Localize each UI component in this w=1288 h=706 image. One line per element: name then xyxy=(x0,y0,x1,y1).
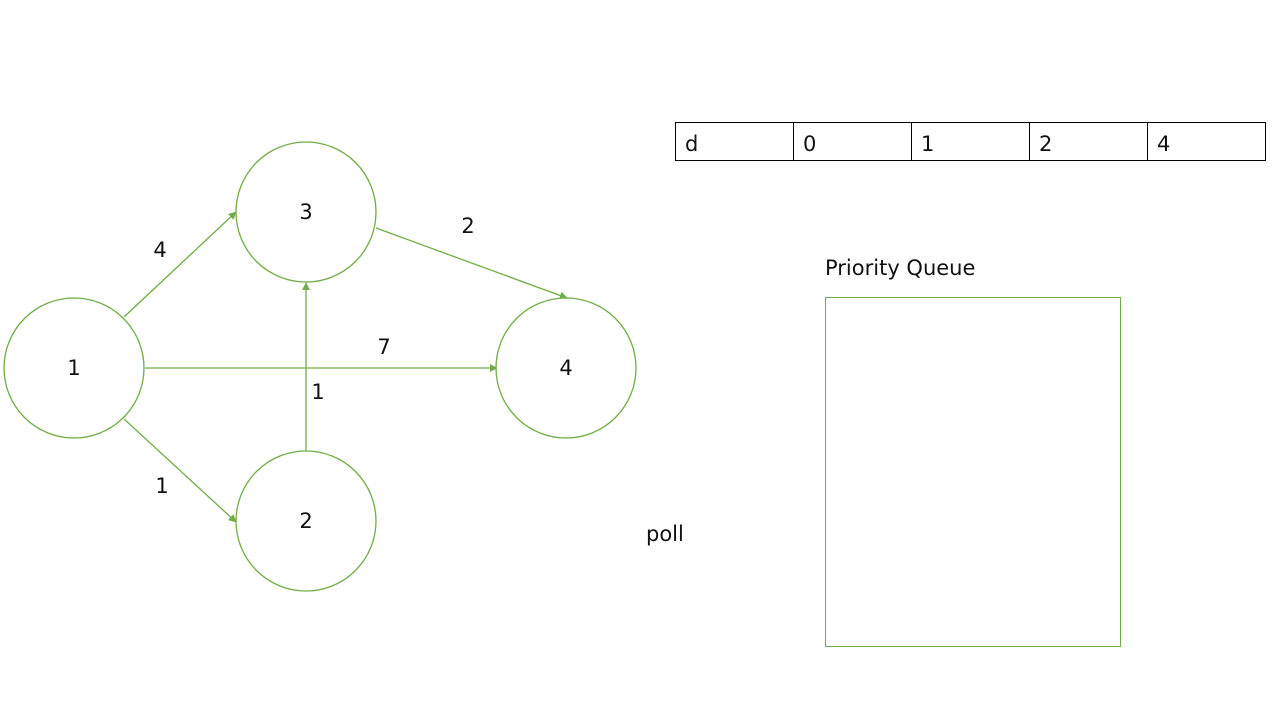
node-1: 1 xyxy=(3,297,145,439)
edge-1-3 xyxy=(123,211,237,318)
distance-cell: 0 xyxy=(793,122,912,161)
distance-cell: 1 xyxy=(911,122,1030,161)
edge-weight-1-4: 7 xyxy=(377,335,390,359)
node-3: 3 xyxy=(235,141,377,283)
node-label: 1 xyxy=(67,356,80,380)
graph-diagram: 4 7 1 1 2 1 2 3 4 xyxy=(3,141,637,592)
edge-weight-2-3: 1 xyxy=(311,380,324,404)
distance-row: d 0 1 2 4 xyxy=(675,122,1266,161)
node-label: 3 xyxy=(299,200,312,224)
poll-label: poll xyxy=(646,522,684,546)
edge-3-4 xyxy=(375,227,568,300)
node-4: 4 xyxy=(495,297,637,439)
node-label: 2 xyxy=(299,509,312,533)
edge-1-2 xyxy=(123,418,237,523)
distance-cell: 4 xyxy=(1147,122,1266,161)
distance-table: d 0 1 2 4 xyxy=(675,122,1266,161)
node-label: 4 xyxy=(559,356,572,380)
distance-cell: 2 xyxy=(1029,122,1148,161)
priority-queue-box xyxy=(825,297,1121,647)
distance-cell: d xyxy=(675,122,794,161)
edge-weight-1-2: 1 xyxy=(155,474,168,498)
edge-weight-3-4: 2 xyxy=(461,214,474,238)
node-2: 2 xyxy=(235,450,377,592)
edge-weight-1-3: 4 xyxy=(153,238,166,262)
priority-queue-title: Priority Queue xyxy=(825,256,976,280)
